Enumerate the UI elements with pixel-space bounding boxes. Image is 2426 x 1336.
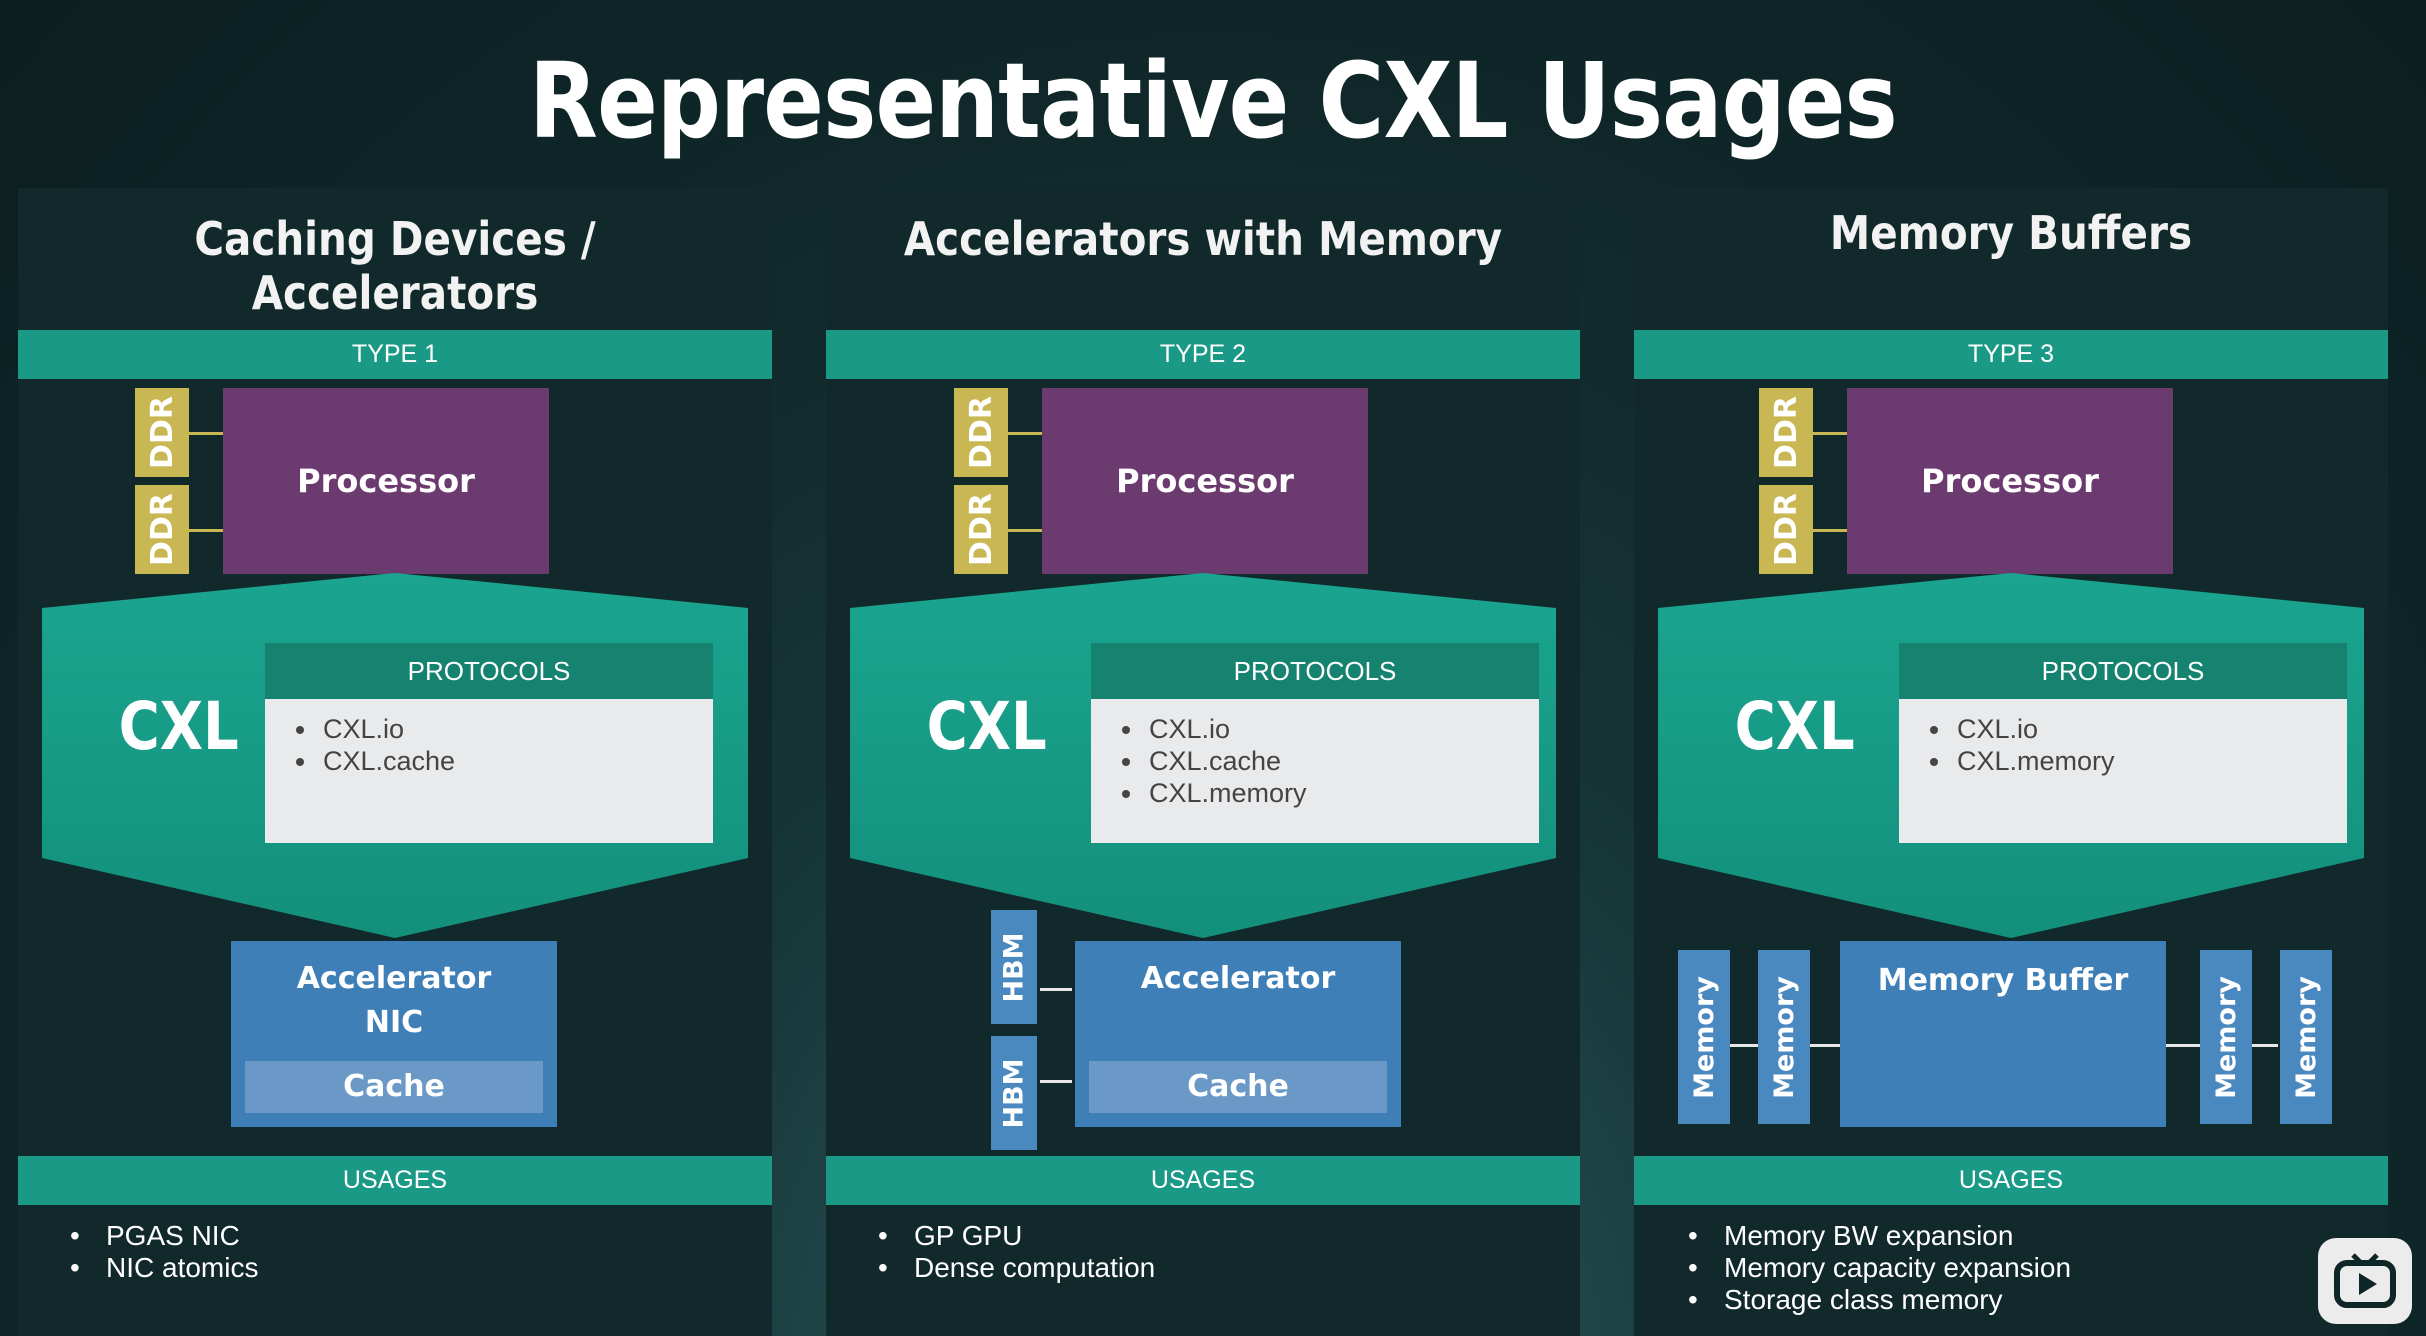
memory-connector xyxy=(1730,1044,1758,1047)
protocol-item: CXL.cache xyxy=(1145,745,1539,777)
protocols-list: CXL.io CXL.cache CXL.memory xyxy=(1091,699,1539,843)
ddr-module: DDR xyxy=(954,388,1008,477)
usages-list: Memory BW expansion Memory capacity expa… xyxy=(1684,1220,2071,1316)
type-band: TYPE 3 xyxy=(1634,330,2388,379)
usage-item: Memory capacity expansion xyxy=(1684,1252,2071,1284)
panel-heading: Caching Devices / Accelerators xyxy=(194,212,596,320)
panel-type2: Accelerators with Memory TYPE 2 DDR DDR … xyxy=(826,188,1580,1336)
protocols-list: CXL.io CXL.memory xyxy=(1899,699,2347,843)
hbm-connector xyxy=(1040,988,1072,991)
ddr-connector xyxy=(1008,432,1042,435)
protocols-header: PROTOCOLS xyxy=(265,643,713,699)
ddr-module: DDR xyxy=(1759,388,1813,477)
ddr-connector xyxy=(1813,529,1847,532)
protocol-item: CXL.io xyxy=(1953,713,2347,745)
protocol-item: CXL.cache xyxy=(319,745,713,777)
usage-item: Memory BW expansion xyxy=(1684,1220,2071,1252)
type-band: TYPE 1 xyxy=(18,330,772,379)
usages-band: USAGES xyxy=(826,1156,1580,1205)
memory-connector xyxy=(2166,1044,2200,1047)
ddr-connector xyxy=(189,432,223,435)
cxl-label: CXL xyxy=(1734,688,1855,765)
ddr-module: DDR xyxy=(135,485,189,574)
usage-item: NIC atomics xyxy=(66,1252,258,1284)
cxl-label: CXL xyxy=(118,688,239,765)
device-title: Accelerator xyxy=(296,961,492,996)
usages-band: USAGES xyxy=(18,1156,772,1205)
cache-block: Cache xyxy=(1089,1061,1387,1113)
accelerator-block: Accelerator NIC Cache xyxy=(231,941,557,1127)
video-play-icon[interactable] xyxy=(2318,1238,2412,1324)
processor-block: Processor xyxy=(1042,388,1368,574)
accelerator-block: Accelerator Cache xyxy=(1075,941,1401,1127)
protocol-item: CXL.memory xyxy=(1953,745,2347,777)
panel-heading: Memory Buffers xyxy=(1829,206,2193,260)
device-subtitle: NIC xyxy=(364,1005,424,1040)
ddr-connector xyxy=(1008,529,1042,532)
protocols-list: CXL.io CXL.cache xyxy=(265,699,713,843)
processor-block: Processor xyxy=(223,388,549,574)
ddr-connector xyxy=(189,529,223,532)
usages-list: GP GPU Dense computation xyxy=(874,1220,1155,1284)
usage-item: Storage class memory xyxy=(1684,1284,2071,1316)
protocols-header: PROTOCOLS xyxy=(1091,643,1539,699)
slide-title: Representative CXL Usages xyxy=(529,40,1898,162)
device-title: Memory Buffer xyxy=(1877,963,2129,998)
cxl-label: CXL xyxy=(926,688,1047,765)
memory-module: Memory xyxy=(1678,950,1730,1124)
memory-module: Memory xyxy=(1758,950,1810,1124)
memory-connector xyxy=(1810,1044,1840,1047)
protocols-header: PROTOCOLS xyxy=(1899,643,2347,699)
memory-module: Memory xyxy=(2200,950,2252,1124)
panel-type1: Caching Devices / Accelerators TYPE 1 DD… xyxy=(18,188,772,1336)
usage-item: GP GPU xyxy=(874,1220,1155,1252)
memory-module: Memory xyxy=(2280,950,2332,1124)
ddr-module: DDR xyxy=(1759,485,1813,574)
usage-item: PGAS NIC xyxy=(66,1220,258,1252)
ddr-module: DDR xyxy=(954,485,1008,574)
ddr-module: DDR xyxy=(135,388,189,477)
type-band: TYPE 2 xyxy=(826,330,1580,379)
hbm-module: HBM xyxy=(991,910,1037,1024)
protocol-item: CXL.io xyxy=(1145,713,1539,745)
usages-band: USAGES xyxy=(1634,1156,2388,1205)
hbm-connector xyxy=(1040,1080,1072,1083)
memory-buffer-block: Memory Buffer xyxy=(1840,941,2166,1127)
usage-item: Dense computation xyxy=(874,1252,1155,1284)
hbm-module: HBM xyxy=(991,1036,1037,1150)
device-title: Accelerator xyxy=(1140,961,1336,996)
cache-block: Cache xyxy=(245,1061,543,1113)
ddr-connector xyxy=(1813,432,1847,435)
processor-block: Processor xyxy=(1847,388,2173,574)
protocol-item: CXL.io xyxy=(319,713,713,745)
protocol-item: CXL.memory xyxy=(1145,777,1539,809)
panel-heading: Accelerators with Memory xyxy=(903,212,1503,266)
panel-type3: Memory Buffers TYPE 3 DDR DDR Processor … xyxy=(1634,188,2388,1336)
memory-connector xyxy=(2252,1044,2278,1047)
usages-list: PGAS NIC NIC atomics xyxy=(66,1220,258,1284)
